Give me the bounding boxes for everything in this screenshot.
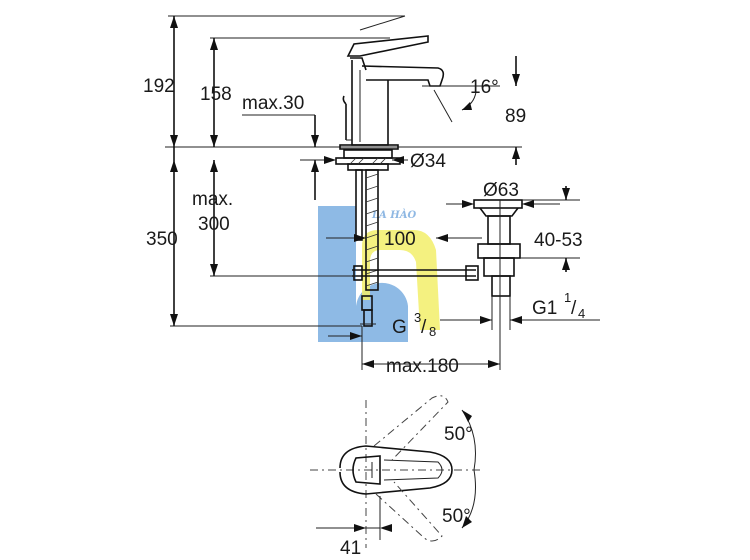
dim-g38-num: 3 (414, 310, 421, 325)
watermark-text: LA HÀO (371, 208, 416, 221)
dim-max180: max.180 (361, 300, 501, 377)
popup-rod (352, 265, 479, 281)
dim-g38-main: G (392, 317, 407, 338)
mounting-assembly: Ø34 (300, 149, 446, 172)
watermark-blue-shape (318, 206, 408, 342)
dim-50deg-bottom-label: 50° (442, 506, 471, 527)
dim-dia34-label: Ø34 (410, 151, 446, 172)
faucet-body (339, 35, 445, 150)
dim-g114-num: 1 (564, 290, 571, 305)
dim-max300-label-1: max. (192, 189, 233, 210)
dim-g38-den: 8 (429, 324, 436, 339)
dim-350: 350 (146, 147, 362, 327)
dim-dia63: Ø63 (446, 180, 560, 208)
dim-max30-label: max.30 (242, 93, 304, 114)
dim-192: 192 (143, 15, 406, 147)
dim-g114-slash: / (571, 298, 577, 319)
dim-158-label: 158 (200, 84, 232, 105)
watermark-logo: LA HÀO (318, 206, 440, 342)
dim-max300: max. 300 (192, 160, 356, 277)
watermark-yellow-shape (362, 230, 440, 330)
supply-hoses (355, 169, 379, 327)
dim-g114: G1 1 / 4 (440, 290, 600, 330)
dim-16deg: 16° (430, 77, 500, 123)
waste-valve (473, 199, 523, 300)
dim-max300-label-2: 300 (198, 214, 230, 235)
dim-41-label: 41 (340, 538, 361, 559)
dim-50deg-top-label: 50° (444, 424, 473, 445)
dim-100-label: 100 (384, 229, 416, 250)
dim-350-label: 350 (146, 229, 178, 250)
dim-max30: max.30 (242, 93, 319, 200)
dim-89: 89 (505, 56, 526, 165)
dim-40-53: 40-53 (520, 186, 583, 272)
dim-g38-slash: / (421, 317, 427, 338)
dim-g38: G 3 / 8 (328, 310, 436, 340)
dim-dia63-label: Ø63 (483, 180, 519, 201)
dim-16deg-label: 16° (470, 77, 499, 98)
dim-max180-label: max.180 (386, 356, 459, 377)
dim-g114-den: 4 (578, 306, 585, 321)
dim-40-53-label: 40-53 (534, 230, 583, 251)
faucet-top-view: 50° 50° 41 (310, 395, 482, 559)
dim-89-label: 89 (505, 106, 526, 127)
dim-100: 100 (326, 229, 482, 250)
dim-g114-main: G1 (532, 298, 557, 319)
dim-158: 158 (200, 37, 390, 147)
dim-192-label: 192 (143, 76, 175, 97)
